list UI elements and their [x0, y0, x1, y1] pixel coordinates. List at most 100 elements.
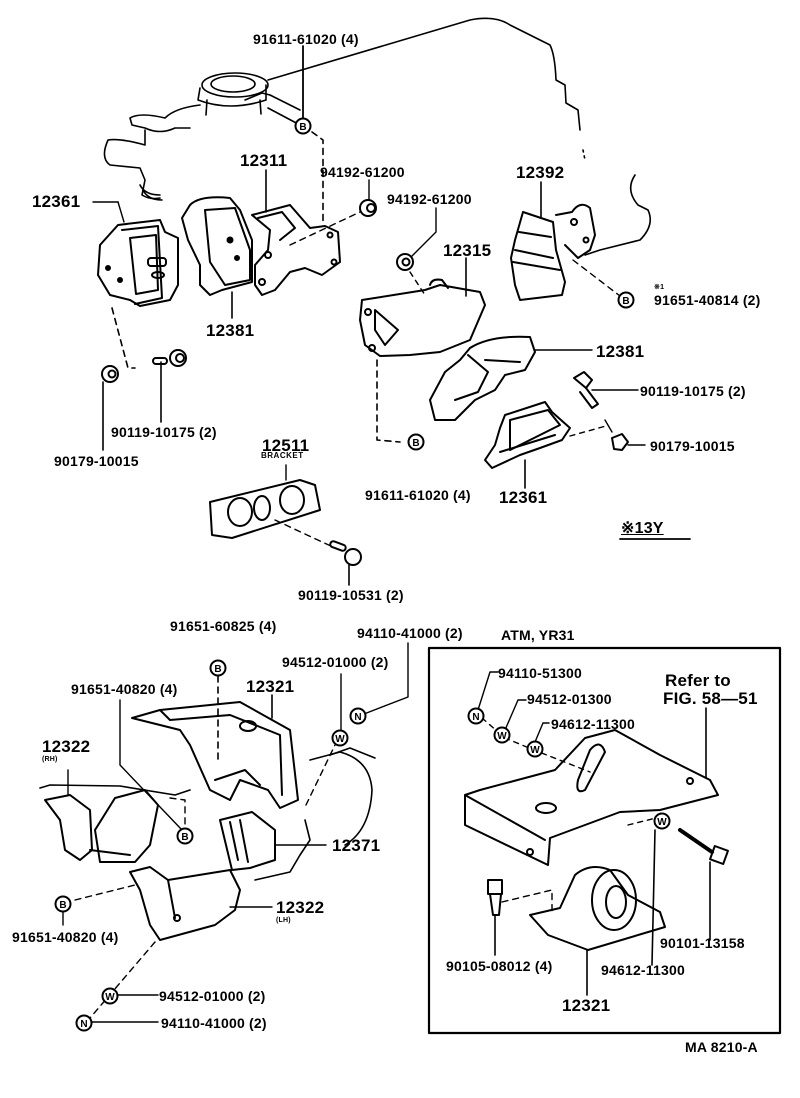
label-part-12511: 12511 [262, 436, 310, 455]
figure-id: MA 8210-A [685, 1039, 758, 1055]
label-inset-bolt-90101-13158: 90101-13158 [660, 935, 745, 951]
inset-refer-to: Refer to [665, 671, 731, 690]
label-bolt-91651-40814: 91651-40814 (2) [654, 292, 761, 308]
nut-symbol-icon: N [75, 1014, 93, 1032]
label-nut-94110-41000-bottom: 94110-41000 (2) [161, 1015, 267, 1031]
label-part-12381-left: 12381 [206, 321, 255, 340]
label-rh: (RH) [42, 756, 58, 763]
bolt-symbol-icon: B [209, 659, 227, 677]
svg-text:B: B [622, 296, 629, 307]
label-part-12361-upper: 12361 [32, 192, 81, 211]
bolt-90119-10175-right [573, 371, 599, 409]
label-inset-bolt-90105-08012: 90105-08012 (4) [446, 958, 553, 974]
inset-refer-fig: FIG. 58—51 [663, 689, 758, 708]
part-12371-insulator [219, 811, 276, 871]
label-bolt-90119-10531: 90119-10531 (2) [298, 587, 404, 603]
label-bracket: BRACKET [261, 451, 304, 460]
label-part-12315: 12315 [443, 241, 492, 260]
washer-symbol-icon: W [101, 987, 119, 1005]
bolt-symbol-icon: B [617, 291, 635, 309]
inset-bolt-90105-08012 [487, 879, 503, 916]
inset-bolt-90101-13158 [678, 828, 729, 865]
svg-text:B: B [59, 900, 66, 911]
bolt-symbol-icon: B [294, 117, 312, 135]
label-inset-part-12321: 12321 [562, 996, 611, 1015]
svg-text:W: W [530, 745, 540, 756]
label-part-12322-lh: 12322 [276, 898, 325, 917]
inset-bracket [464, 729, 719, 866]
svg-text:W: W [657, 817, 667, 828]
label-bolt-90119-10175-left: 90119-10175 (2) [111, 424, 217, 440]
label-washer-94512-01000-bottom: 94512-01000 (2) [159, 988, 266, 1004]
bolt-symbol-icon: B [54, 895, 72, 913]
label-nut-94192-61200-b: 94192-61200 [387, 191, 472, 207]
inset-title: ATM, YR31 [501, 627, 575, 643]
washer-symbol-icon: W [331, 729, 349, 747]
svg-text:W: W [335, 734, 345, 745]
part-12392-cover [510, 203, 596, 301]
label-bolt-90119-10175-right: 90119-10175 (2) [640, 383, 746, 399]
svg-text:B: B [412, 438, 419, 449]
washer-symbol-icon: W [526, 740, 544, 758]
label-nut-90179-10015-left: 90179-10015 [54, 453, 139, 469]
nut-94192-b [396, 253, 414, 271]
svg-text:N: N [354, 712, 361, 723]
svg-text:B: B [181, 832, 188, 843]
nut-90179-10015-left [101, 365, 119, 383]
svg-text:N: N [472, 712, 479, 723]
part-12322-lh [129, 866, 241, 941]
label-bolt-91651-40820-top: 91651-40820 (4) [71, 681, 178, 697]
label-nut-94110-41000-top: 94110-41000 (2) [357, 625, 463, 641]
label-note-13y: ※13Y [621, 520, 664, 537]
part-12361-left-mount [97, 219, 179, 307]
label-washer-94512-01000-top: 94512-01000 (2) [282, 654, 389, 670]
inset-frame [427, 646, 782, 1035]
label-bolt-91651-40820-bottom: 91651-40820 (4) [12, 929, 119, 945]
label-lh: (LH) [276, 917, 291, 924]
label-part-12321: 12321 [246, 677, 295, 696]
part-12381-left-bracket [181, 196, 253, 296]
svg-text:W: W [105, 992, 115, 1003]
bolt-90119-10531 [329, 540, 362, 566]
washer-symbol-icon: W [653, 812, 671, 830]
label-bolt-91651-60825: 91651-60825 (4) [170, 618, 277, 634]
part-12511-bracket [209, 479, 321, 539]
nut-94192-a [359, 199, 377, 217]
bolt-symbol-icon: B [407, 433, 425, 451]
label-bolt-91611-61020-mid: 91611-61020 (4) [365, 487, 471, 503]
label-inset-washer-94512-01300: 94512-01300 [527, 691, 612, 707]
svg-text:B: B [214, 664, 221, 675]
part-12322-rh [44, 789, 159, 863]
part-12311-bracket [251, 204, 341, 296]
label-nut-90179-10015-right: 90179-10015 [650, 438, 735, 454]
svg-text:B: B [299, 122, 306, 133]
part-12361-right-mount [484, 401, 571, 469]
nut-symbol-icon: N [349, 707, 367, 725]
label-part-12392: 12392 [516, 163, 565, 182]
label-nut-94192-61200-a: 94192-61200 [320, 164, 405, 180]
part-12381-right-insulator [429, 335, 536, 421]
label-inset-nut-94110-51300: 94110-51300 [498, 665, 582, 681]
part-12321-bracket [131, 701, 299, 809]
label-part-12311: 12311 [240, 151, 288, 170]
washer-symbol-icon: W [493, 726, 511, 744]
nut-symbol-icon: N [467, 707, 485, 725]
label-top-bolt-91611-61020: 91611-61020 (4) [253, 31, 359, 47]
svg-text:W: W [497, 731, 507, 742]
svg-text:N: N [80, 1019, 87, 1030]
nut-90179-10015-right [611, 433, 629, 451]
label-inset-washer-94612-11300-bottom: 94612-11300 [601, 962, 685, 978]
label-part-12371: 12371 [332, 836, 381, 855]
label-part-12322-rh: 12322 [42, 737, 91, 756]
engine-outline [103, 17, 651, 256]
label-part-12361-right: 12361 [499, 488, 548, 507]
bolt-90119-10175-left [152, 349, 187, 367]
inset-mount-12321 [529, 865, 666, 951]
bolt-symbol-icon: B [176, 827, 194, 845]
label-part-12381-right: 12381 [596, 342, 645, 361]
part-12315-bracket [359, 278, 486, 357]
engine-rear-housing [39, 747, 376, 881]
label-inset-washer-94612-11300-top: 94612-11300 [551, 716, 635, 732]
